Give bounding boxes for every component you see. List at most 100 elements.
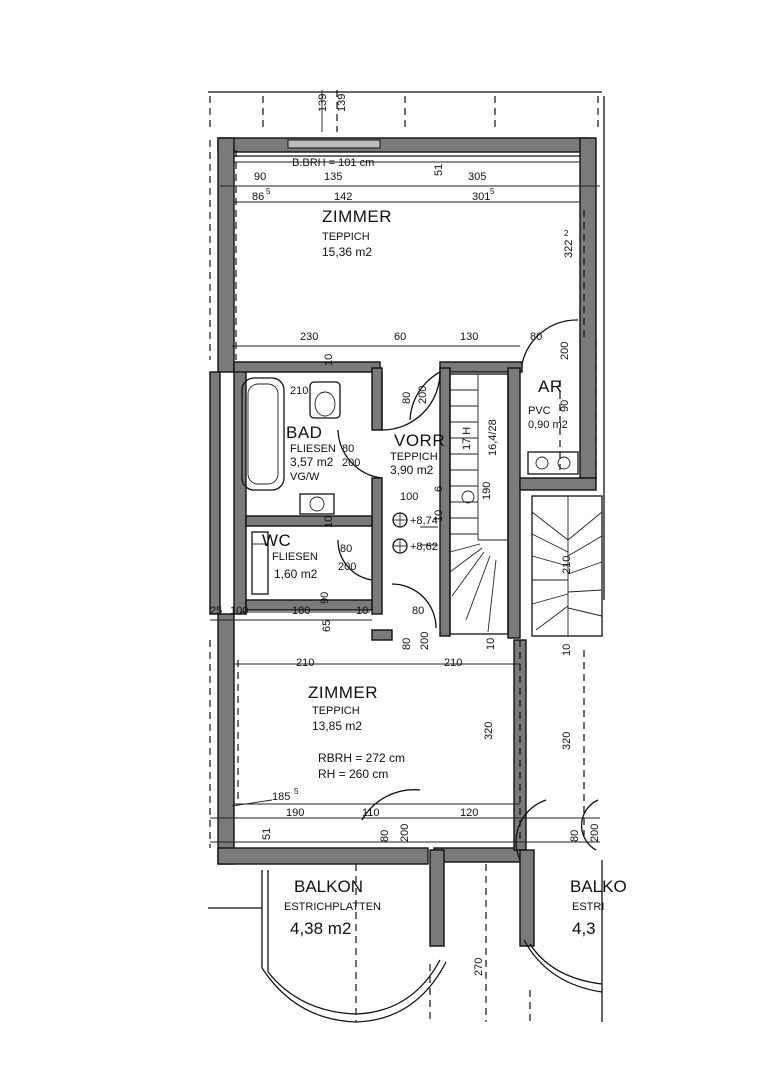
room-wc: WC FLIESEN 1,60 m2 [262,531,318,581]
dim-label: 100 [400,491,418,503]
dim-label: 5 [490,187,495,196]
room-floor: TEPPICH [312,705,360,717]
room-floor: FLIESEN [290,443,336,455]
dim-label: 230 [300,331,318,343]
room-floor: ESTRICHPLATTEN [284,901,381,913]
dim-label: 200 [589,824,601,842]
balcony-right [208,860,603,1022]
level-1: +8,74 [410,515,438,527]
dim-label: 120 [460,807,478,819]
window-top [220,155,600,203]
dim-label: 5 [294,787,299,796]
dim-label: 80 [401,392,413,404]
room-area: 3,90 m2 [390,463,434,477]
bad-note: VG/W [290,471,320,483]
room-balkon-right: BALKO ESTRI 4,3 [570,877,627,938]
ar-appliance [527,451,579,475]
stairs-main [449,373,509,635]
dim-label: 80 [530,331,542,343]
dim-label: 320 [483,722,495,740]
room-name: BALKON [294,877,363,896]
dim-label: 139 [317,94,329,112]
room-balkon: BALKON ESTRICHPLATTEN 4,38 m2 [284,877,381,938]
washing-machine [299,493,335,515]
dim-label: 210 [290,385,308,397]
dim-label: 200 [342,457,360,469]
room-floor: FLIESEN [272,551,318,563]
dim-label: 2 [564,229,569,238]
dim-label: 200 [417,386,429,404]
dim-label: 10 [561,644,573,656]
room-area: 15,36 m2 [322,245,372,259]
interior-walls [233,361,597,947]
dim-label: 142 [334,191,352,203]
dim-label: 10 [323,516,335,528]
dim-label: 190 [286,807,304,819]
level-2: +8,62 [410,541,438,553]
dim-label: 10 [323,354,335,366]
room-bad: BAD FLIESEN 3,57 m2 VG/W [286,423,336,483]
dim-label: 86 [252,191,264,203]
dim-label: 80 [340,543,352,555]
dim-label: 180 [292,605,310,617]
left-dash-lines [209,140,520,848]
dim-label: 190 [481,482,493,500]
dim-label: 200 [559,342,571,360]
dim-label: 60 [394,331,406,343]
dim-label: 301 [472,191,490,203]
dim-label: 200 [419,632,431,650]
dim-label: 80 [379,830,391,842]
dim-label: 90 [559,400,571,412]
bath-toilet [309,381,341,419]
top-grid-lines [208,90,602,132]
dim-label: 51 [433,164,445,176]
dim-label: 210 [444,657,462,669]
dim-label: 110 [362,807,380,819]
room-name: BALKO [570,877,627,896]
room-name: WC [262,531,291,550]
dim-label: 139 [336,94,348,112]
room-area: 3,57 m2 [290,455,334,469]
room-name: AR [538,377,563,396]
room-area: 4,3 [572,919,596,938]
dim-label: 185 [272,791,290,803]
dim-label: 200 [338,561,356,573]
dim-label: 210 [296,657,314,669]
dim-label: 80 [412,605,424,617]
exterior-walls [209,137,597,865]
wc-toilet [251,531,269,595]
room-area: 4,38 m2 [290,919,351,938]
stairs-right [531,495,603,637]
room-name: ZIMMER [308,683,378,702]
room-rbrh: RBRH = 272 cm [318,751,405,765]
window-bottom [210,803,600,843]
stairs-note: 17 H [461,427,473,450]
room-name: VORR [394,431,445,450]
brh-note: B.BRH = 101 cm [292,157,374,169]
doors [337,319,599,861]
room-zimmer-top: ZIMMER TEPPICH 15,36 m2 [322,207,392,259]
room-vorr: VORR TEPPICH 3,90 m2 [390,431,445,477]
room-zimmer-bottom: ZIMMER TEPPICH 13,85 m2 RBRH = 272 cm RH… [308,683,405,781]
level-markers [392,512,408,554]
dim-label: 210 [561,556,573,574]
dim-label: 135 [324,171,342,183]
room-area: 1,60 m2 [274,567,318,581]
dim-label: 10 [356,605,368,617]
room-floor: TEPPICH [390,451,438,463]
room-name: ZIMMER [322,207,392,226]
stairs-ratio: 16,4/28 [487,419,499,456]
right-dash-lines [519,96,605,840]
dim-label: 80 [401,638,413,650]
dim-label: 322 [563,240,575,258]
room-name: BAD [286,423,322,442]
room-area: 0,90 m2 [528,419,568,431]
balcony-left [261,864,447,1023]
room-ar: AR PVC 0,90 m2 [528,377,568,431]
dim-label: 65 [321,620,333,632]
bathtub [241,377,285,491]
room-area: 13,85 m2 [312,719,362,733]
dim-label: 5 [266,187,271,196]
dim-label: 320 [561,732,573,750]
